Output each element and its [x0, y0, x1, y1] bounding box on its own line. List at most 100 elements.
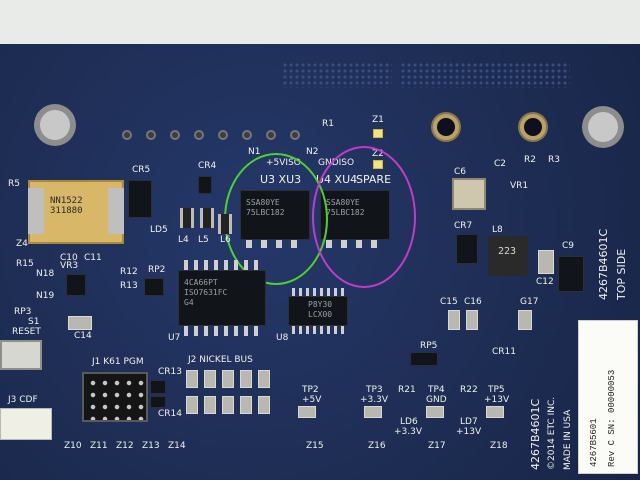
cr7-part — [456, 234, 478, 264]
label-c2: C2 — [494, 159, 507, 169]
label-z17: Z17 — [428, 441, 446, 451]
label-tp4: TP4 — [428, 385, 445, 395]
label-l5: L5 — [198, 235, 209, 245]
label-z4: Z4 — [16, 239, 28, 249]
label-c15: C15 — [440, 297, 458, 307]
label-r13: R13 — [120, 281, 138, 291]
label-j3: J3 CDF — [8, 395, 38, 405]
chip-u8-pins-top — [292, 288, 344, 296]
sticker-part: 4267B5601 — [589, 418, 599, 467]
vr3-part — [66, 274, 86, 296]
board-part-vertical: 4267B4601C — [529, 398, 542, 470]
label-n19: N19 — [36, 291, 55, 301]
chip-u7: 4CA66PT ISO7631FC G4 — [178, 270, 266, 326]
board-top-side: TOP SIDE — [615, 248, 628, 300]
label-tp2: TP2 — [302, 385, 319, 395]
via-grid-right — [400, 62, 570, 88]
label-z10: Z10 — [64, 441, 82, 451]
rp5-part — [410, 352, 438, 366]
label-j2: J2 NICKEL BUS — [188, 355, 253, 365]
chip-u7-pins-top — [184, 260, 262, 270]
l8-inductor: 223 — [488, 236, 528, 276]
label-c6: C6 — [454, 167, 467, 177]
label-s1: S1 — [28, 317, 40, 327]
transformer-marking: NN1522 311880 — [50, 196, 83, 216]
chip-u8: P8Y30 LCX00 — [288, 296, 348, 326]
chip-u8-pins-bottom — [292, 326, 344, 334]
via-grid-left — [282, 62, 392, 88]
label-cr4: CR4 — [198, 161, 217, 171]
label-c10: C10 — [60, 253, 78, 263]
plated-hole-1 — [437, 118, 455, 136]
chip-u7-marking: 4CA66PT ISO7631FC G4 — [184, 278, 228, 307]
label-tp5v: +13V — [484, 395, 510, 405]
label-j1: J1 K61 PGM — [92, 357, 144, 367]
tp3-pad — [364, 406, 382, 418]
z1-led — [373, 129, 383, 138]
label-cr11: CR11 — [492, 347, 516, 357]
label-vr3: VR3 — [60, 261, 79, 271]
cr5-part — [128, 180, 152, 218]
cr13-part — [150, 380, 166, 394]
l6-part — [218, 214, 232, 234]
label-reset: RESET — [12, 327, 41, 337]
label-n1: N1 — [248, 147, 261, 157]
label-u8: U8 — [276, 333, 289, 343]
label-z16: Z16 — [368, 441, 386, 451]
label-cr14: CR14 — [158, 409, 182, 419]
label-z13: Z13 — [142, 441, 160, 451]
label-c16: C16 — [464, 297, 482, 307]
label-tp3: TP3 — [366, 385, 383, 395]
label-c12: C12 — [536, 277, 554, 287]
label-tp2v: +5V — [302, 395, 322, 405]
cr4-part — [198, 176, 212, 194]
label-ld5: LD5 — [150, 225, 168, 235]
tp5-pad — [486, 406, 504, 418]
l8-marking: 223 — [498, 246, 517, 257]
chip-u8-marking: P8Y30 LCX00 — [308, 300, 333, 319]
label-cr13: CR13 — [158, 367, 182, 377]
c12-part — [538, 250, 554, 274]
label-z1: Z1 — [372, 115, 384, 125]
label-n2: N2 — [306, 147, 319, 157]
label-r2: R2 — [524, 155, 536, 165]
label-z12: Z12 — [116, 441, 134, 451]
cr14-part — [150, 396, 166, 408]
board-side-part: 4267B4601C — [597, 228, 610, 300]
c9-part — [558, 256, 584, 292]
label-rp5: RP5 — [420, 341, 438, 351]
label-r22: R22 — [460, 385, 478, 395]
label-ld7: LD7 — [460, 417, 478, 427]
sticker-rev-sn: Rev C SN: 00000053 — [607, 369, 617, 467]
tp4-pad — [426, 406, 444, 418]
serial-sticker: 4267B5601 Rev C SN: 00000053 — [578, 320, 638, 474]
label-c9: C9 — [562, 241, 575, 251]
j2-pads — [186, 370, 270, 418]
standoff-left — [40, 110, 70, 140]
label-ld7v: +13V — [456, 427, 482, 437]
label-tp4v: GND — [426, 395, 447, 405]
label-r5: R5 — [8, 179, 20, 189]
label-l4: L4 — [178, 235, 189, 245]
label-tp5: TP5 — [488, 385, 505, 395]
label-z14: Z14 — [168, 441, 186, 451]
label-r12: R12 — [120, 267, 138, 277]
l5-part — [200, 208, 214, 228]
label-l8: L8 — [492, 225, 503, 235]
label-c14: C14 — [74, 331, 92, 341]
j3-connector — [0, 408, 52, 440]
label-z11: Z11 — [90, 441, 108, 451]
label-tp3v: +3.3V — [360, 395, 389, 405]
plated-hole-2 — [524, 118, 542, 136]
c15-part — [448, 310, 460, 330]
rp2-part — [144, 278, 164, 296]
c14-part — [68, 316, 92, 330]
label-cr5: CR5 — [132, 165, 151, 175]
chip-u7-pins-bottom — [184, 326, 262, 336]
reset-switch — [0, 340, 42, 370]
label-cr7: CR7 — [454, 221, 473, 231]
label-l6: L6 — [220, 235, 231, 245]
c6-capacitor — [452, 178, 486, 210]
c16-part — [466, 310, 478, 330]
